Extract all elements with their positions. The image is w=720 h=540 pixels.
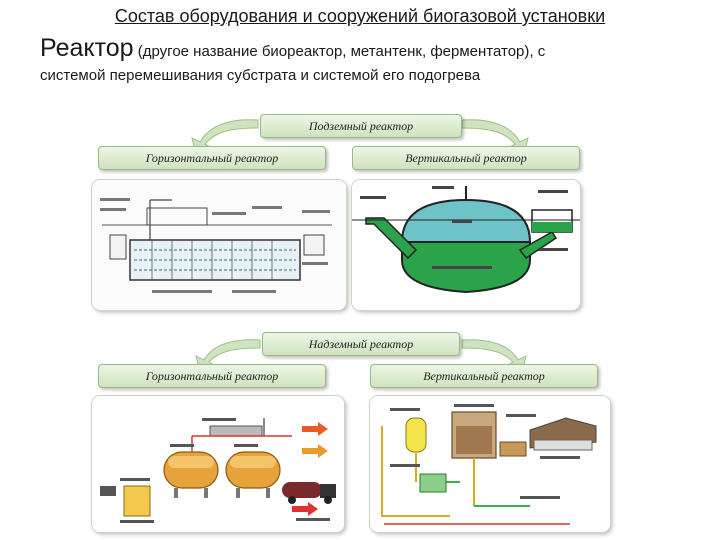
flow-arrow-fertilizer [292, 502, 318, 516]
vertical-digester-schematic [352, 180, 580, 310]
lead-rest: (другое название биореактор, метантенк, … [133, 43, 546, 60]
underground-vertical-diagram [352, 180, 580, 310]
tanker-truck [282, 482, 322, 498]
underground-horizontal-label: Горизонтальный реактор [98, 146, 326, 170]
inlet-pipe [365, 217, 418, 260]
underground-vertical-label: Вертикальный реактор [352, 146, 580, 170]
chp-unit [419, 473, 447, 493]
gasholder [209, 425, 263, 437]
intro-line-2: системой перемешивания субстрата и систе… [40, 67, 481, 84]
aboveground-horizontal-diagram [92, 396, 344, 532]
input-container [123, 485, 151, 517]
vertical-plant-illustration [370, 396, 610, 532]
aboveground-reactor-title: Надземный реактор [262, 332, 460, 356]
outlet-pipe [518, 231, 558, 260]
service-building [146, 207, 208, 226]
horizontal-tank-schematic [92, 180, 346, 310]
intro-text: Реактор (другое название биореактор, мет… [40, 36, 700, 88]
horizontal-tanks-illustration [92, 396, 344, 532]
reactor-tank-2 [225, 451, 281, 498]
flow-arrow-power [302, 422, 328, 436]
aboveground-vertical-label: Вертикальный реактор [370, 364, 598, 388]
outlet-pit [303, 234, 325, 256]
underground-horizontal-diagram [92, 180, 346, 310]
gas-storage-tank [405, 417, 427, 453]
aboveground-vertical-diagram [370, 396, 610, 532]
lead-word: Реактор [40, 34, 134, 62]
underground-reactor-title: Подземный реактор [260, 114, 462, 138]
aboveground-horizontal-label: Горизонтальный реактор [98, 364, 326, 388]
page-title: Состав оборудования и сооружений биогазо… [114, 6, 606, 26]
inlet-pit [109, 234, 127, 260]
flow-arrow-heat [302, 444, 328, 458]
reactor-tank-1 [163, 451, 219, 498]
storage-pit [499, 441, 527, 457]
